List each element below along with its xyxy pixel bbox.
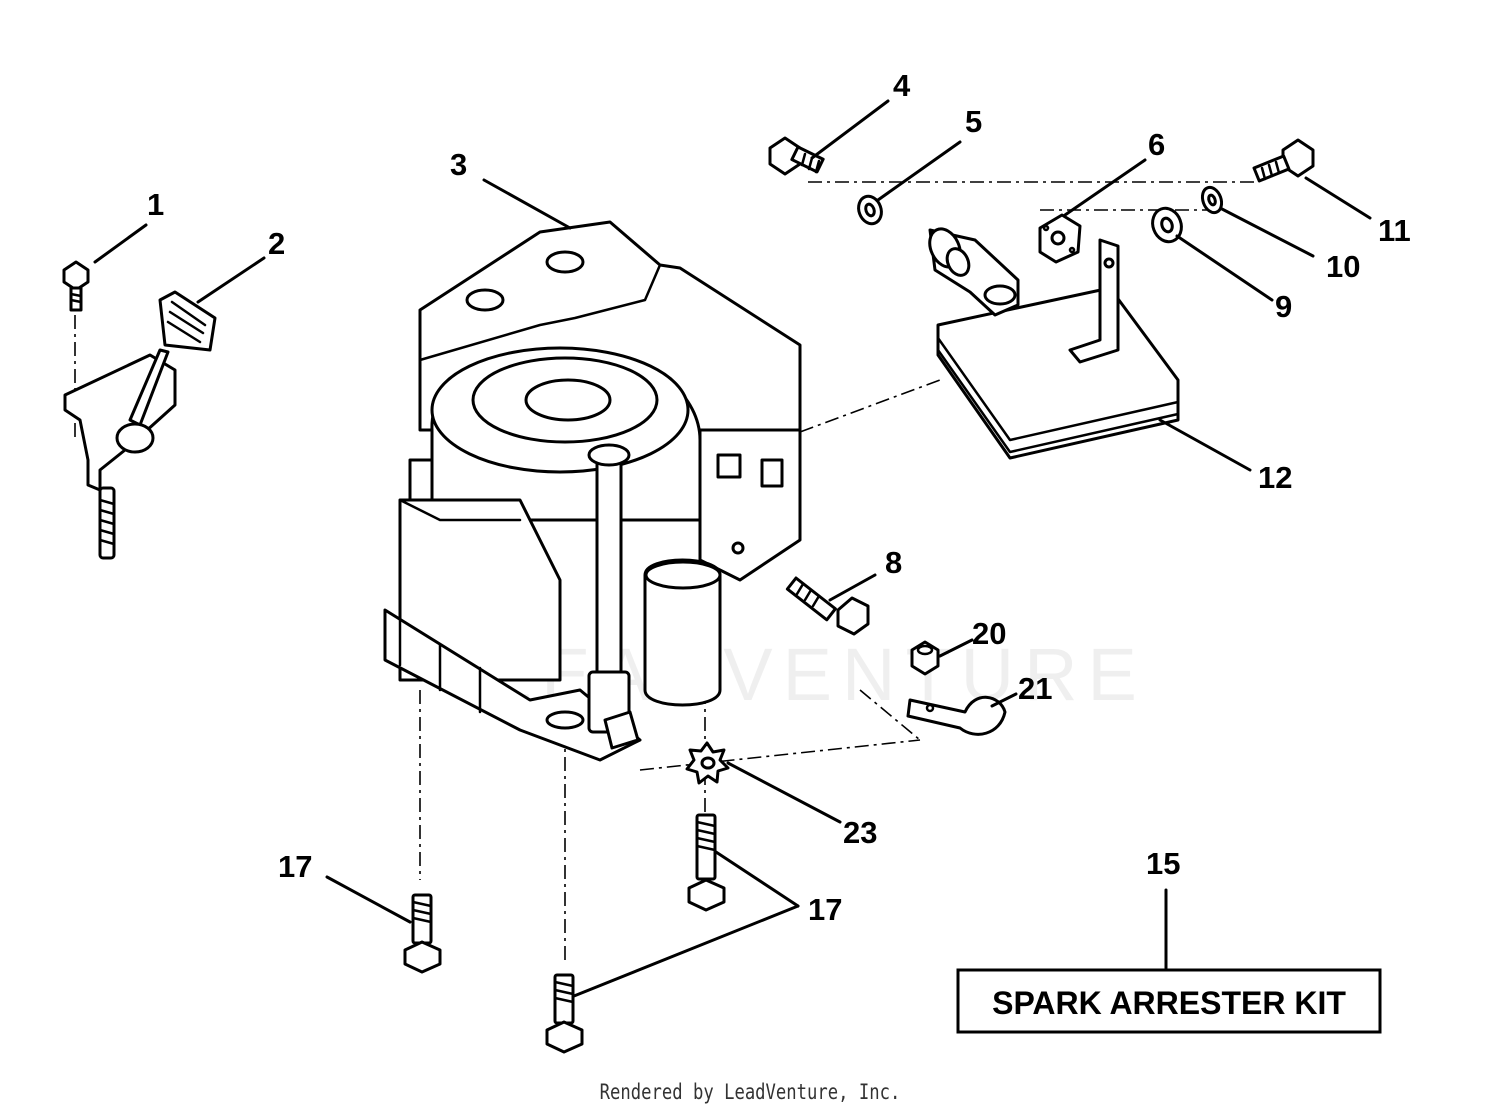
callout-23: 23	[843, 815, 877, 850]
part-21-clamp	[906, 695, 1007, 736]
part-6-gasket	[1038, 213, 1082, 264]
part-10-washer	[1200, 185, 1224, 215]
part-8-bolt	[785, 576, 870, 636]
callout-6: 6	[1148, 127, 1165, 162]
part-17-bolt-right	[687, 813, 726, 912]
part-1-bolt	[62, 260, 90, 312]
callout-1: 1	[147, 187, 164, 222]
callout-2: 2	[268, 226, 285, 261]
spark-arrester-kit-box: SPARK ARRESTER KIT	[956, 968, 1382, 1034]
callout-8: 8	[885, 545, 902, 580]
callout-5: 5	[965, 104, 982, 139]
part-3-engine	[383, 220, 802, 762]
callout-numbers: 1 2 3 4 5 6 11 10 9 12 8 20 21 23 17 17 …	[147, 68, 1411, 927]
part-23-star-washer	[685, 741, 730, 785]
callout-4: 4	[893, 68, 911, 103]
footer-credit: Rendered by LeadVenture, Inc.	[599, 1080, 901, 1104]
callout-11: 11	[1378, 213, 1411, 248]
part-4-bolt	[768, 136, 825, 176]
callout-3: 3	[450, 147, 467, 182]
part-12-muffler	[928, 227, 1180, 460]
callout-9: 9	[1275, 289, 1292, 324]
callout-15: 15	[1146, 846, 1180, 881]
callout-17-right: 17	[808, 892, 842, 927]
alignment-lines	[74, 181, 1255, 965]
part-2-throttle-control	[63, 290, 217, 560]
callout-17-left: 17	[278, 849, 312, 884]
callout-20: 20	[972, 616, 1006, 651]
callout-10: 10	[1326, 249, 1360, 284]
callout-12: 12	[1258, 460, 1292, 495]
part-17-bolt-center	[545, 973, 584, 1054]
part-11-bolt	[1252, 138, 1315, 183]
spark-arrester-kit-label: SPARK ARRESTER KIT	[992, 985, 1346, 1021]
part-5-washer	[857, 194, 883, 226]
leader-lines	[93, 99, 1372, 998]
part-20-nut	[910, 640, 940, 676]
callout-21: 21	[1018, 671, 1052, 706]
part-17-bolt-left	[403, 893, 442, 974]
part-9-washer	[1151, 206, 1183, 244]
